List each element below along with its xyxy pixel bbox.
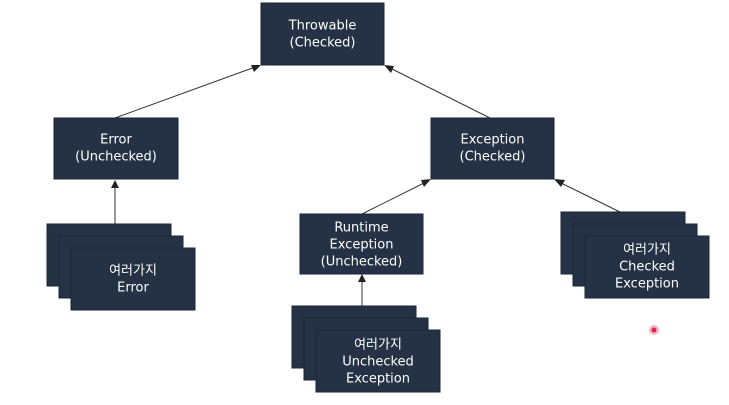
various-checked-line2: Checked	[619, 260, 675, 275]
various-unchecked-line1: 여러가지	[354, 338, 402, 353]
error-label-line2: (Unchecked)	[75, 150, 157, 165]
runtime-label-line1: Runtime	[334, 221, 388, 236]
edge-exception-to-throwable	[385, 65, 491, 119]
cursor-indicator	[649, 325, 659, 335]
throwable-label-line1: Throwable	[288, 19, 357, 34]
runtime-label-line2: Exception	[330, 238, 394, 253]
throwable-label-line2: (Checked)	[290, 36, 356, 51]
various-unchecked-stack: 여러가지 Unchecked Exception	[291, 305, 441, 393]
edge-runtime-to-exception	[361, 180, 429, 215]
various-checked-line1: 여러가지	[623, 243, 671, 258]
runtime-label-line3: (Unchecked)	[321, 255, 403, 270]
stack-card-front	[315, 329, 441, 393]
various-checked-line3: Exception	[615, 277, 679, 292]
arrow-head-error	[111, 180, 119, 188]
stack-card-front	[70, 247, 196, 311]
error-node: Error (Unchecked)	[53, 117, 179, 180]
various-unchecked-line2: Unchecked	[342, 355, 414, 370]
various-errors-stack: 여러가지 Error	[46, 223, 196, 311]
stack-card-front	[584, 235, 710, 299]
exception-node: Exception (Checked)	[430, 117, 555, 180]
various-errors-line2: Error	[117, 281, 149, 296]
various-checked-stack: 여러가지 Checked Exception	[560, 211, 710, 299]
edge-checked-to-exception	[556, 180, 623, 214]
exception-label-line1: Exception	[461, 133, 525, 148]
arrow-head-throwable-right	[384, 65, 394, 73]
arrow-head-runtime	[358, 274, 366, 282]
edge-error-to-throwable	[114, 65, 259, 119]
edges	[111, 65, 623, 306]
exception-label-line2: (Checked)	[460, 150, 526, 165]
throwable-node: Throwable (Checked)	[260, 2, 385, 66]
error-label-line1: Error	[100, 133, 132, 148]
runtime-exception-node: Runtime Exception (Unchecked)	[299, 213, 424, 275]
various-errors-line1: 여러가지	[109, 264, 157, 279]
arrow-head-exception-left	[421, 179, 431, 187]
various-unchecked-line3: Exception	[346, 372, 410, 387]
arrow-head-exception-right	[554, 179, 565, 187]
arrow-head-throwable-left	[251, 65, 261, 72]
